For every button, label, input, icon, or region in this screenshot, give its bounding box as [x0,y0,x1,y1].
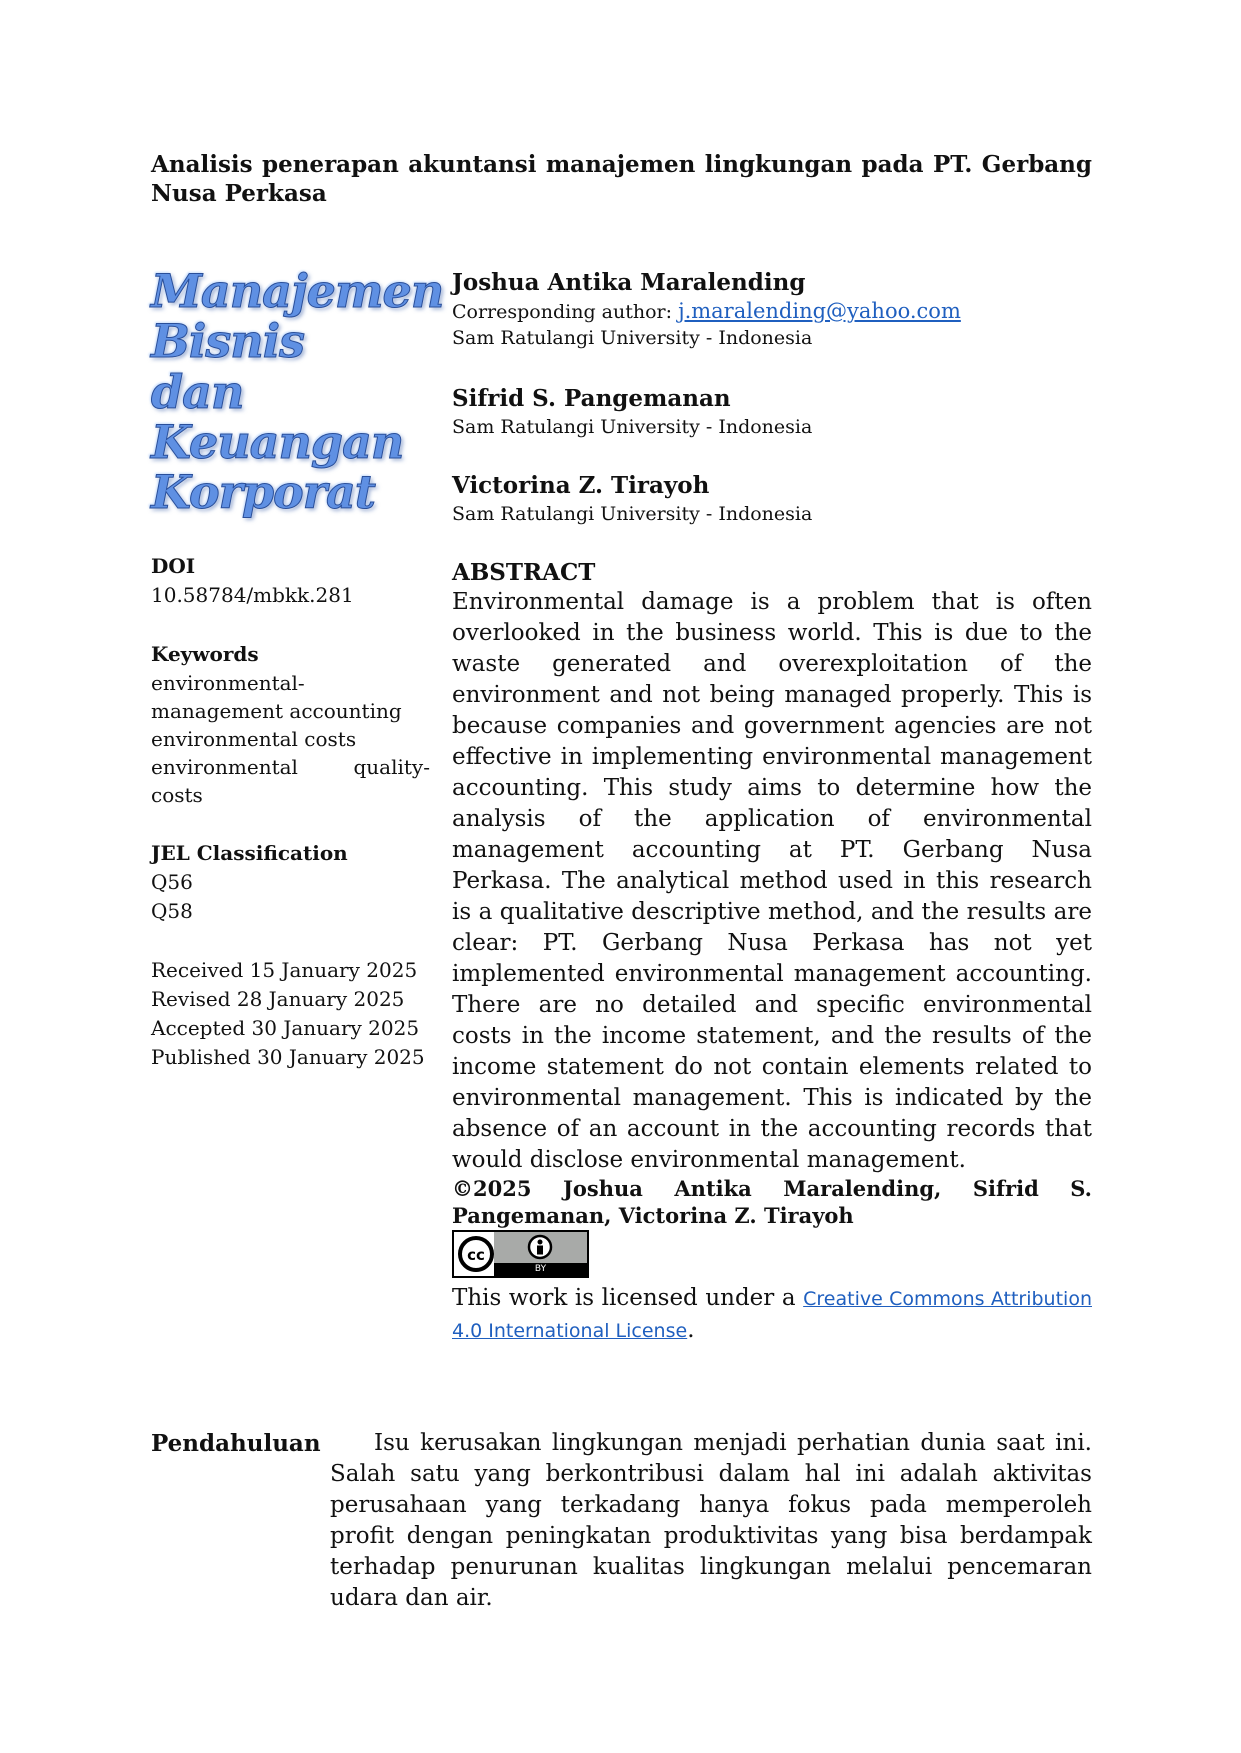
cc-by-label: BY [494,1263,587,1276]
author-block: Joshua Antika Maralending Corresponding … [452,268,1092,351]
journal-logo-line: Korporat [150,465,376,519]
keyword-item: environmental-management accounting [151,671,402,723]
license-prefix: This work is licensed under a [452,1285,804,1311]
keyword-item: environmental costs [151,727,357,751]
jel-code: Q58 [151,899,193,923]
keywords-label: Keywords [151,642,259,666]
abstract-text: Environmental damage is a problem that i… [452,589,1092,1173]
journal-logo-line: Keuangan [150,415,404,469]
author-name: Sifrid S. Pangemanan [452,385,731,412]
author-name: Victorina Z. Tirayoh [452,472,710,499]
intro-paragraph: Isu kerusakan lingkungan menjadi perhati… [330,1430,1092,1611]
author-block: Victorina Z. Tirayoh Sam Ratulangi Unive… [452,471,1092,527]
paper-title: Analisis penerapan akuntansi manajemen l… [151,151,1092,207]
abstract-heading: ABSTRACT [452,559,596,586]
license-link[interactable]: Creative Commons Attribution 4.0 Interna… [452,1288,1092,1342]
cc-by-icon: cc [454,1232,553,1276]
author-affiliation: Sam Ratulangi University - Indonesia [452,327,813,349]
journal-logo-line: Manajemen [150,264,444,318]
jel-label: JEL Classification [151,841,348,865]
keyword-item: environmental quality-costs [151,755,430,807]
sidebar: DOI 10.58784/mbkk.281 Keywords environme… [151,552,430,1072]
accepted-date: Accepted 30 January 2025 [151,1016,420,1040]
svg-text:cc: cc [467,1246,485,1264]
journal-logo-line: dan [150,365,244,419]
author-name: Joshua Antika Maralending [452,269,806,296]
published-date: Published 30 January 2025 [151,1045,425,1069]
license-suffix: . [687,1317,695,1343]
received-date: Received 15 January 2025 [151,958,418,982]
author-email-link[interactable]: j.maralending@yahoo.com [678,299,961,323]
author-block: Sifrid S. Pangemanan Sam Ratulangi Unive… [452,384,1092,440]
journal-logo-line: Bisnis [150,314,305,368]
jel-code: Q56 [151,870,193,894]
abstract-section: ABSTRACT Environmental damage is a probl… [452,558,1092,1176]
revised-date: Revised 28 January 2025 [151,987,405,1011]
author-affiliation: Sam Ratulangi University - Indonesia [452,416,813,438]
intro-heading: Pendahuluan [151,1430,321,1457]
corresponding-label: Corresponding author: [452,301,679,323]
doi-value[interactable]: 10.58784/mbkk.281 [151,583,354,607]
doi-label: DOI [151,554,196,578]
license-statement: This work is licensed under a Creative C… [452,1283,1092,1347]
copyright-notice: ©2025 Joshua Antika Maralending, Sifrid … [452,1176,1092,1228]
cc-by-badge[interactable]: cc BY [452,1230,589,1278]
corresponding-author-line: Corresponding author: j.maralending@yaho… [452,298,1092,325]
author-affiliation: Sam Ratulangi University - Indonesia [452,503,813,525]
